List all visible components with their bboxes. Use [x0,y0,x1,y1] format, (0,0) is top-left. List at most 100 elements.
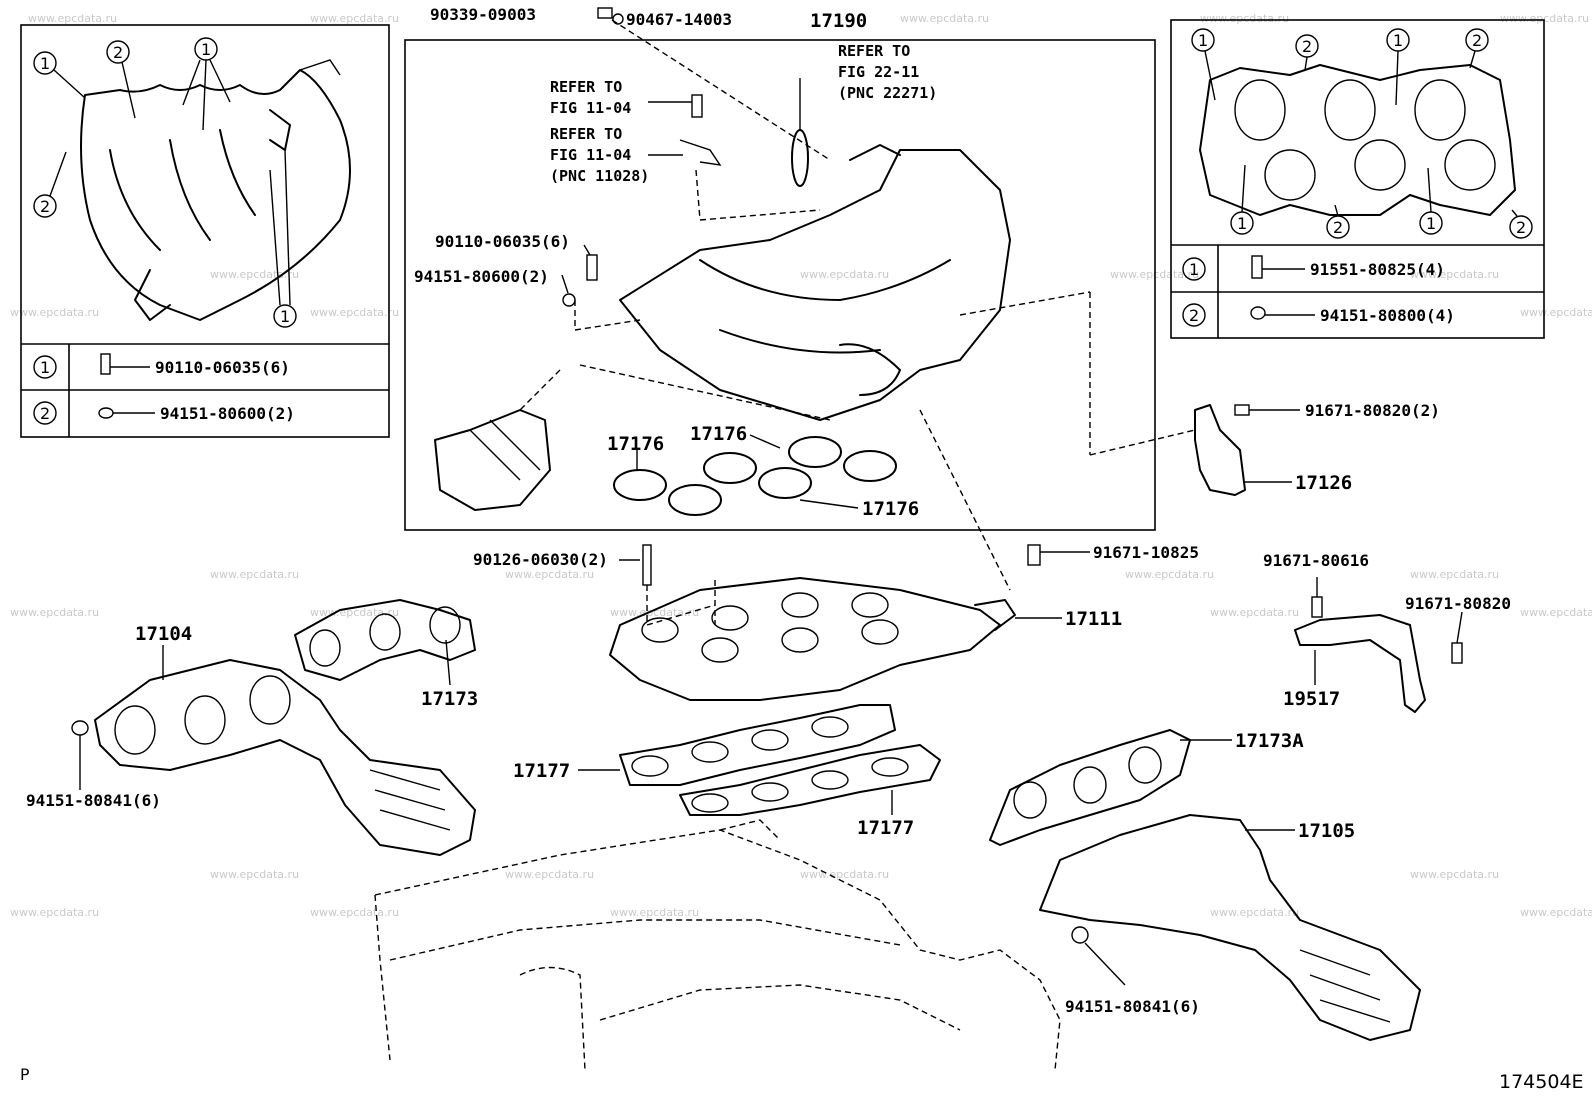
part-label: 90110-06035(6) [155,358,290,377]
watermark: www.epcdata.ru [1210,906,1299,919]
svg-text:2: 2 [1189,306,1199,325]
watermark: www.epcdata.ru [10,606,99,619]
watermark: www.epcdata.ru [610,906,699,919]
watermark: www.epcdata.ru [210,268,299,281]
part-label: 17105 [1298,820,1355,842]
callout-1: 1 [269,149,297,328]
callout-1: 1 [1419,167,1443,235]
part-label: 17173 [421,688,478,710]
refer-note: (PNC 11028) [550,167,649,185]
part-label: 17126 [1295,472,1352,494]
callout-1: 1 [182,37,231,131]
gasket-17173 [294,599,476,681]
refer-note: REFER TO [838,42,910,60]
watermark: www.epcdata.ru [1410,868,1499,881]
legend-row-2: 2 94151-80600(2) [33,401,295,425]
watermark: www.epcdata.ru [505,868,594,881]
refer-note: REFER TO [550,78,622,96]
engine-block [374,819,1061,1071]
part-label: 17176 [862,498,919,520]
part-label: 90110-06035(6) [435,232,570,251]
seal-ring [791,129,809,187]
watermark: www.epcdata.ru [1520,906,1592,919]
exhaust-manifold-17104 [94,659,476,856]
legend-row-2: 2 94151-80800(4) [1182,303,1455,327]
callout-2: 2 [106,40,136,119]
watermark: www.epcdata.ru [505,568,594,581]
watermark: www.epcdata.ru [1520,606,1592,619]
part-label: 90467-14003 [626,10,732,29]
refer-note: (PNC 22271) [838,84,937,102]
part-label: 94151-80841(6) [26,791,161,810]
svg-text:1: 1 [280,307,290,326]
part-label: 94151-80841(6) [1065,997,1200,1016]
watermark: www.epcdata.ru [1520,306,1592,319]
right-inset: 1 2 1 2 1 2 1 [1170,19,1545,339]
part-label: 94151-80800(4) [1320,306,1455,325]
watermark: www.epcdata.ru [10,306,99,319]
watermark: www.epcdata.ru [610,606,699,619]
left-inset-frame [20,24,390,438]
exhaust-manifold-17105 [1039,814,1421,1041]
top-fasteners: 90339-09003 90467-14003 [430,5,732,29]
watermark: www.epcdata.ru [28,12,117,25]
watermark: www.epcdata.ru [10,906,99,919]
part-label: 91671-80820(2) [1305,401,1440,420]
watermark: www.epcdata.ru [210,868,299,881]
callout-2: 2 [1326,204,1350,239]
gasket-outline [1199,64,1516,216]
gasket-ring [613,469,667,501]
svg-text:2: 2 [113,43,123,62]
svg-text:2: 2 [40,404,50,423]
part-label: 94151-80600(2) [160,404,295,423]
svg-text:2: 2 [1516,218,1526,237]
part-label: 91671-80616 [1263,551,1369,570]
bracket-19517: 91671-80616 91671-80820 19517 [1263,551,1511,713]
intake-plenum [619,149,1011,421]
corner-mark: P [20,1065,30,1084]
part-label: 17104 [135,623,192,645]
watermark: www.epcdata.ru [1200,12,1289,25]
watermark: www.epcdata.ru [310,906,399,919]
throttle-insert [434,409,551,511]
gasket-ring [788,436,842,468]
svg-text:2: 2 [1302,37,1312,56]
callout-2: 2 [1465,28,1489,69]
refer-note: REFER TO [550,125,622,143]
gasket-ring [843,450,897,482]
svg-text:1: 1 [1426,214,1436,233]
plenum-frame [404,39,1156,531]
svg-text:1: 1 [1198,31,1208,50]
watermark: www.epcdata.ru [210,568,299,581]
gasket-ring [758,467,812,499]
part-label: 91671-80820 [1405,594,1511,613]
svg-text:1: 1 [40,358,50,377]
callout-1: 1 [1230,164,1254,235]
gaskets-17177: 17177 17177 [513,704,941,839]
legend-row-1: 1 90110-06035(6) [33,353,290,379]
part-label: 91671-10825 [1093,543,1199,562]
right-inset-frame [1170,19,1545,339]
callout-1: 1 [1386,28,1410,106]
exhaust-right: 17173A 17105 94151-80841(6) [989,729,1421,1041]
refer-note: FIG 22-11 [838,63,919,81]
callout-2: 2 [1509,209,1533,239]
part-label: 91551-80825(4) [1310,260,1445,279]
callout-1: 1 [33,51,86,99]
watermark: www.epcdata.ru [1125,568,1214,581]
part-label: 17176 [607,433,664,455]
part-label-17190: 17190 [810,10,867,32]
watermark: www.epcdata.ru [310,606,399,619]
callout-2: 2 [33,151,67,218]
left-inset: 1 2 1 2 1 1 [20,24,390,438]
watermark: www.epcdata.ru [310,306,399,319]
svg-text:1: 1 [1237,214,1247,233]
plenum-group: 17190 REFER TO FIG 22-11 (PNC 22271) REF… [404,10,1196,591]
watermark: www.epcdata.ru [900,12,989,25]
part-label: 17176 [690,423,747,445]
part-label: 17111 [1065,608,1122,630]
diagram-id: 174504E [1499,1071,1584,1093]
watermark: www.epcdata.ru [1210,606,1299,619]
svg-text:2: 2 [1333,218,1343,237]
gasket-17173A [989,729,1191,846]
